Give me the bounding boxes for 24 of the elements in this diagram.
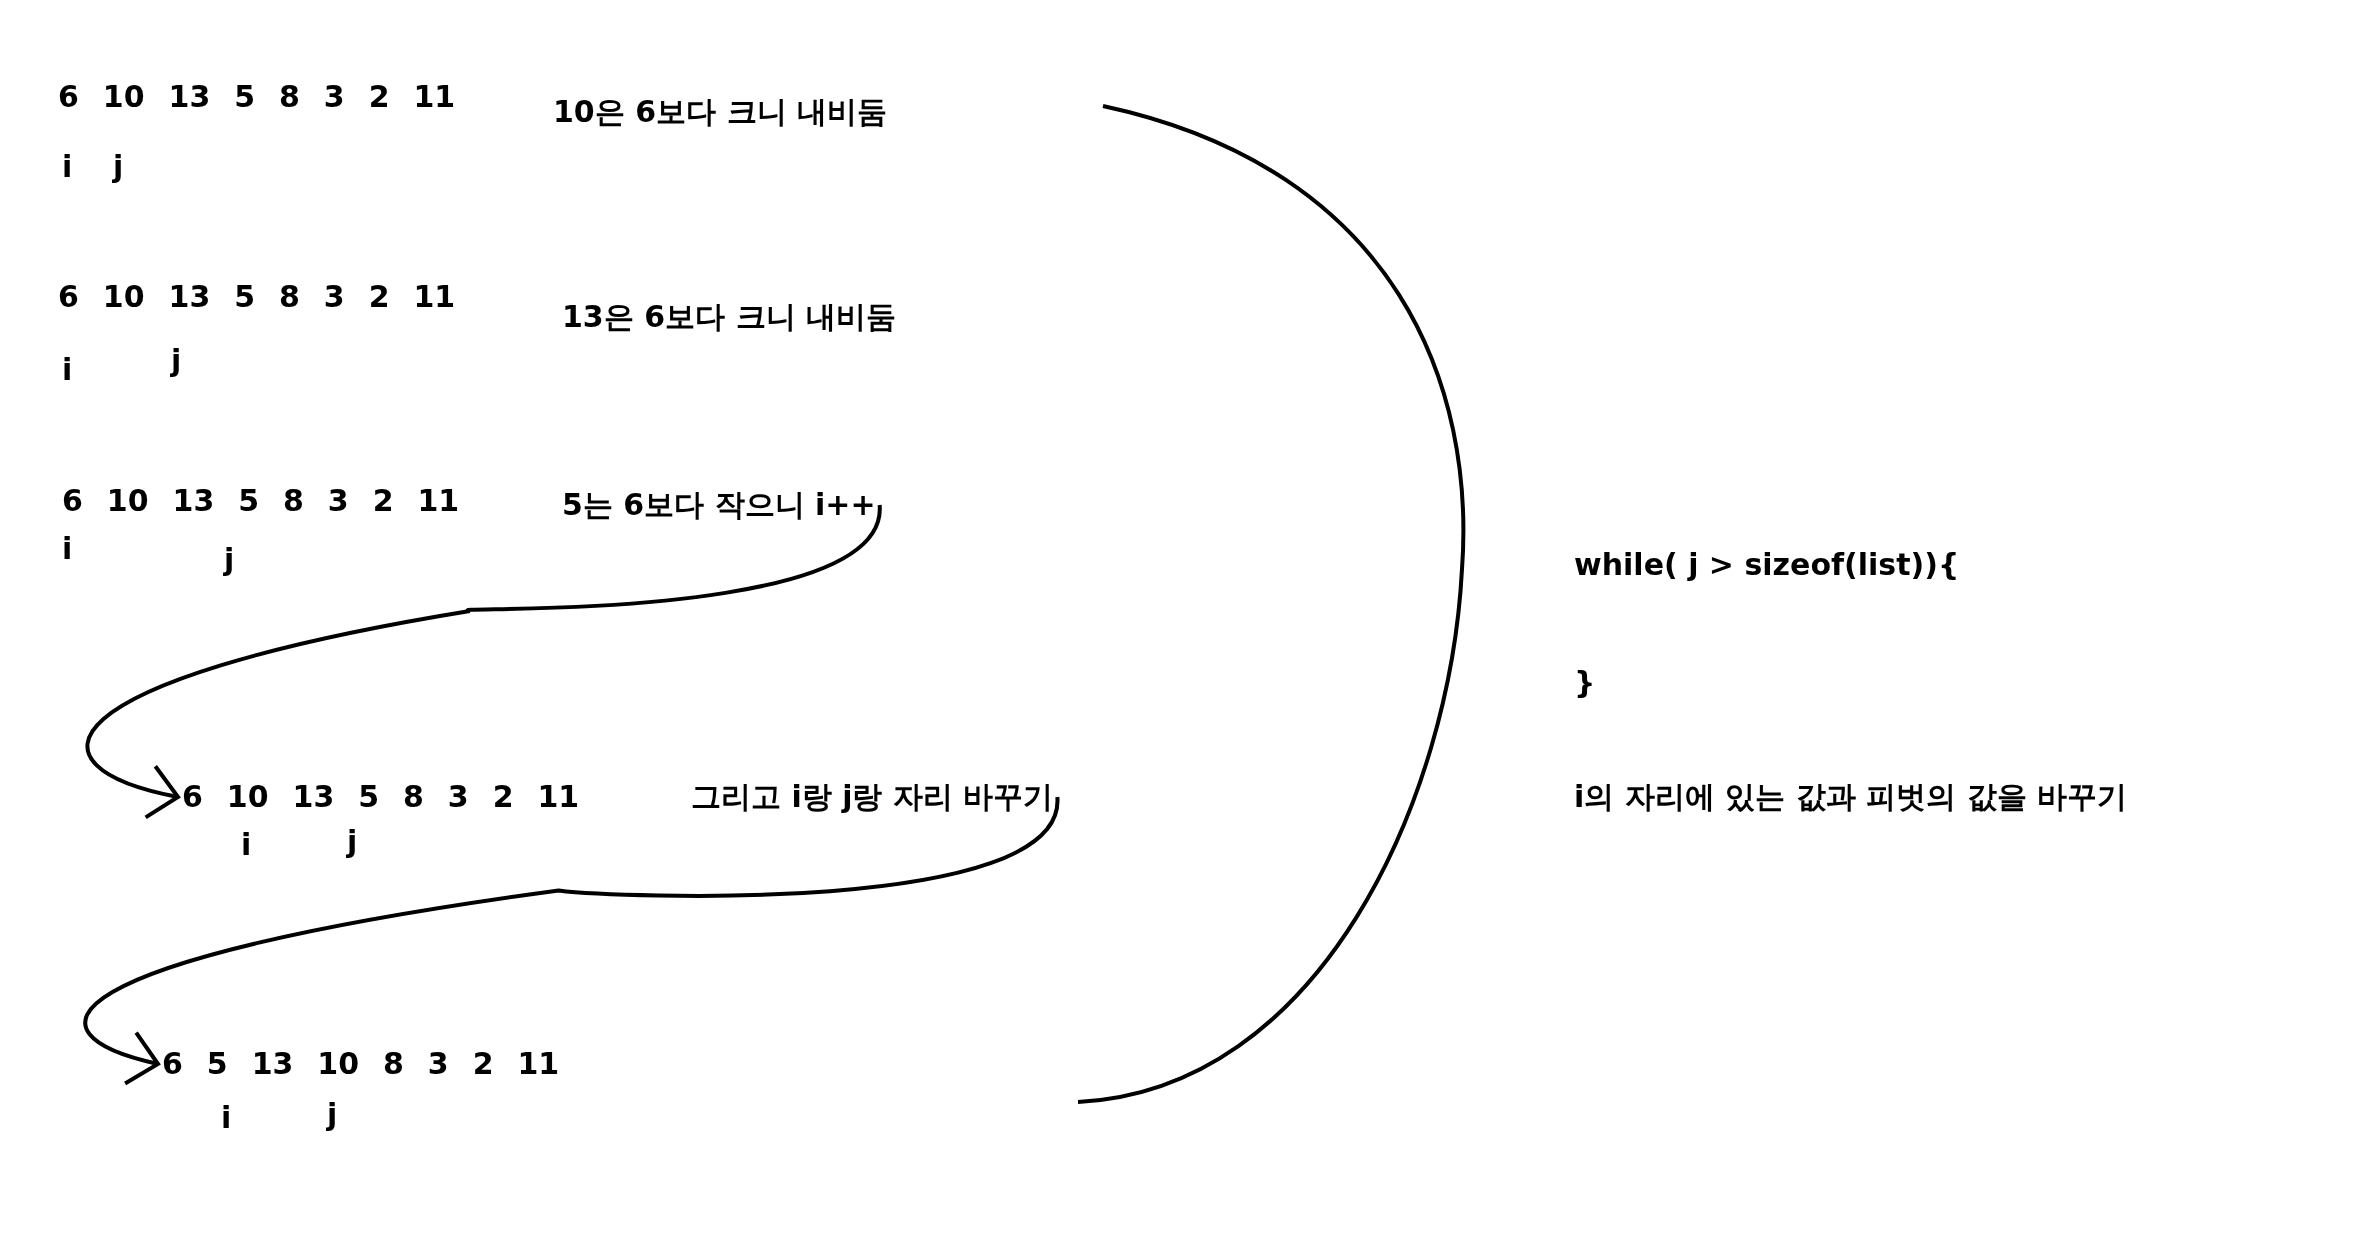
index-marker: i (241, 827, 252, 863)
index-marker: i (62, 531, 73, 567)
number-sequence: 6 10 13 5 8 3 2 11 (62, 483, 460, 519)
index-marker: j (347, 824, 358, 860)
code-text: } (1574, 665, 1596, 701)
number-sequence: 6 10 13 5 8 3 2 11 (58, 279, 456, 315)
index-marker: j (224, 542, 235, 578)
number-sequence: 6 5 13 10 8 3 2 11 (162, 1046, 560, 1082)
curved-arrow (85, 796, 1060, 1084)
index-marker: j (171, 343, 182, 379)
index-marker: i (221, 1100, 232, 1136)
index-marker: j (327, 1097, 338, 1133)
note-text: 10은 6보다 크니 내비둠 (553, 94, 887, 130)
note-text: 그리고 i랑 j랑 자리 바꾸기 (691, 779, 1054, 815)
index-marker: i (62, 352, 73, 388)
note-text: 5는 6보다 작으니 i++ (562, 487, 876, 523)
index-marker: j (113, 149, 124, 185)
number-sequence: 6 10 13 5 8 3 2 11 (58, 79, 456, 115)
code-text: i의 자리에 있는 값과 피벗의 값을 바꾸기 (1574, 779, 2127, 815)
number-sequence: 6 10 13 5 8 3 2 11 (182, 779, 580, 815)
index-marker: i (62, 149, 73, 185)
note-text: 13은 6보다 크니 내비둠 (562, 299, 896, 335)
code-text: while( j > sizeof(list)){ (1574, 547, 1960, 583)
curved-arrow (86, 504, 882, 818)
